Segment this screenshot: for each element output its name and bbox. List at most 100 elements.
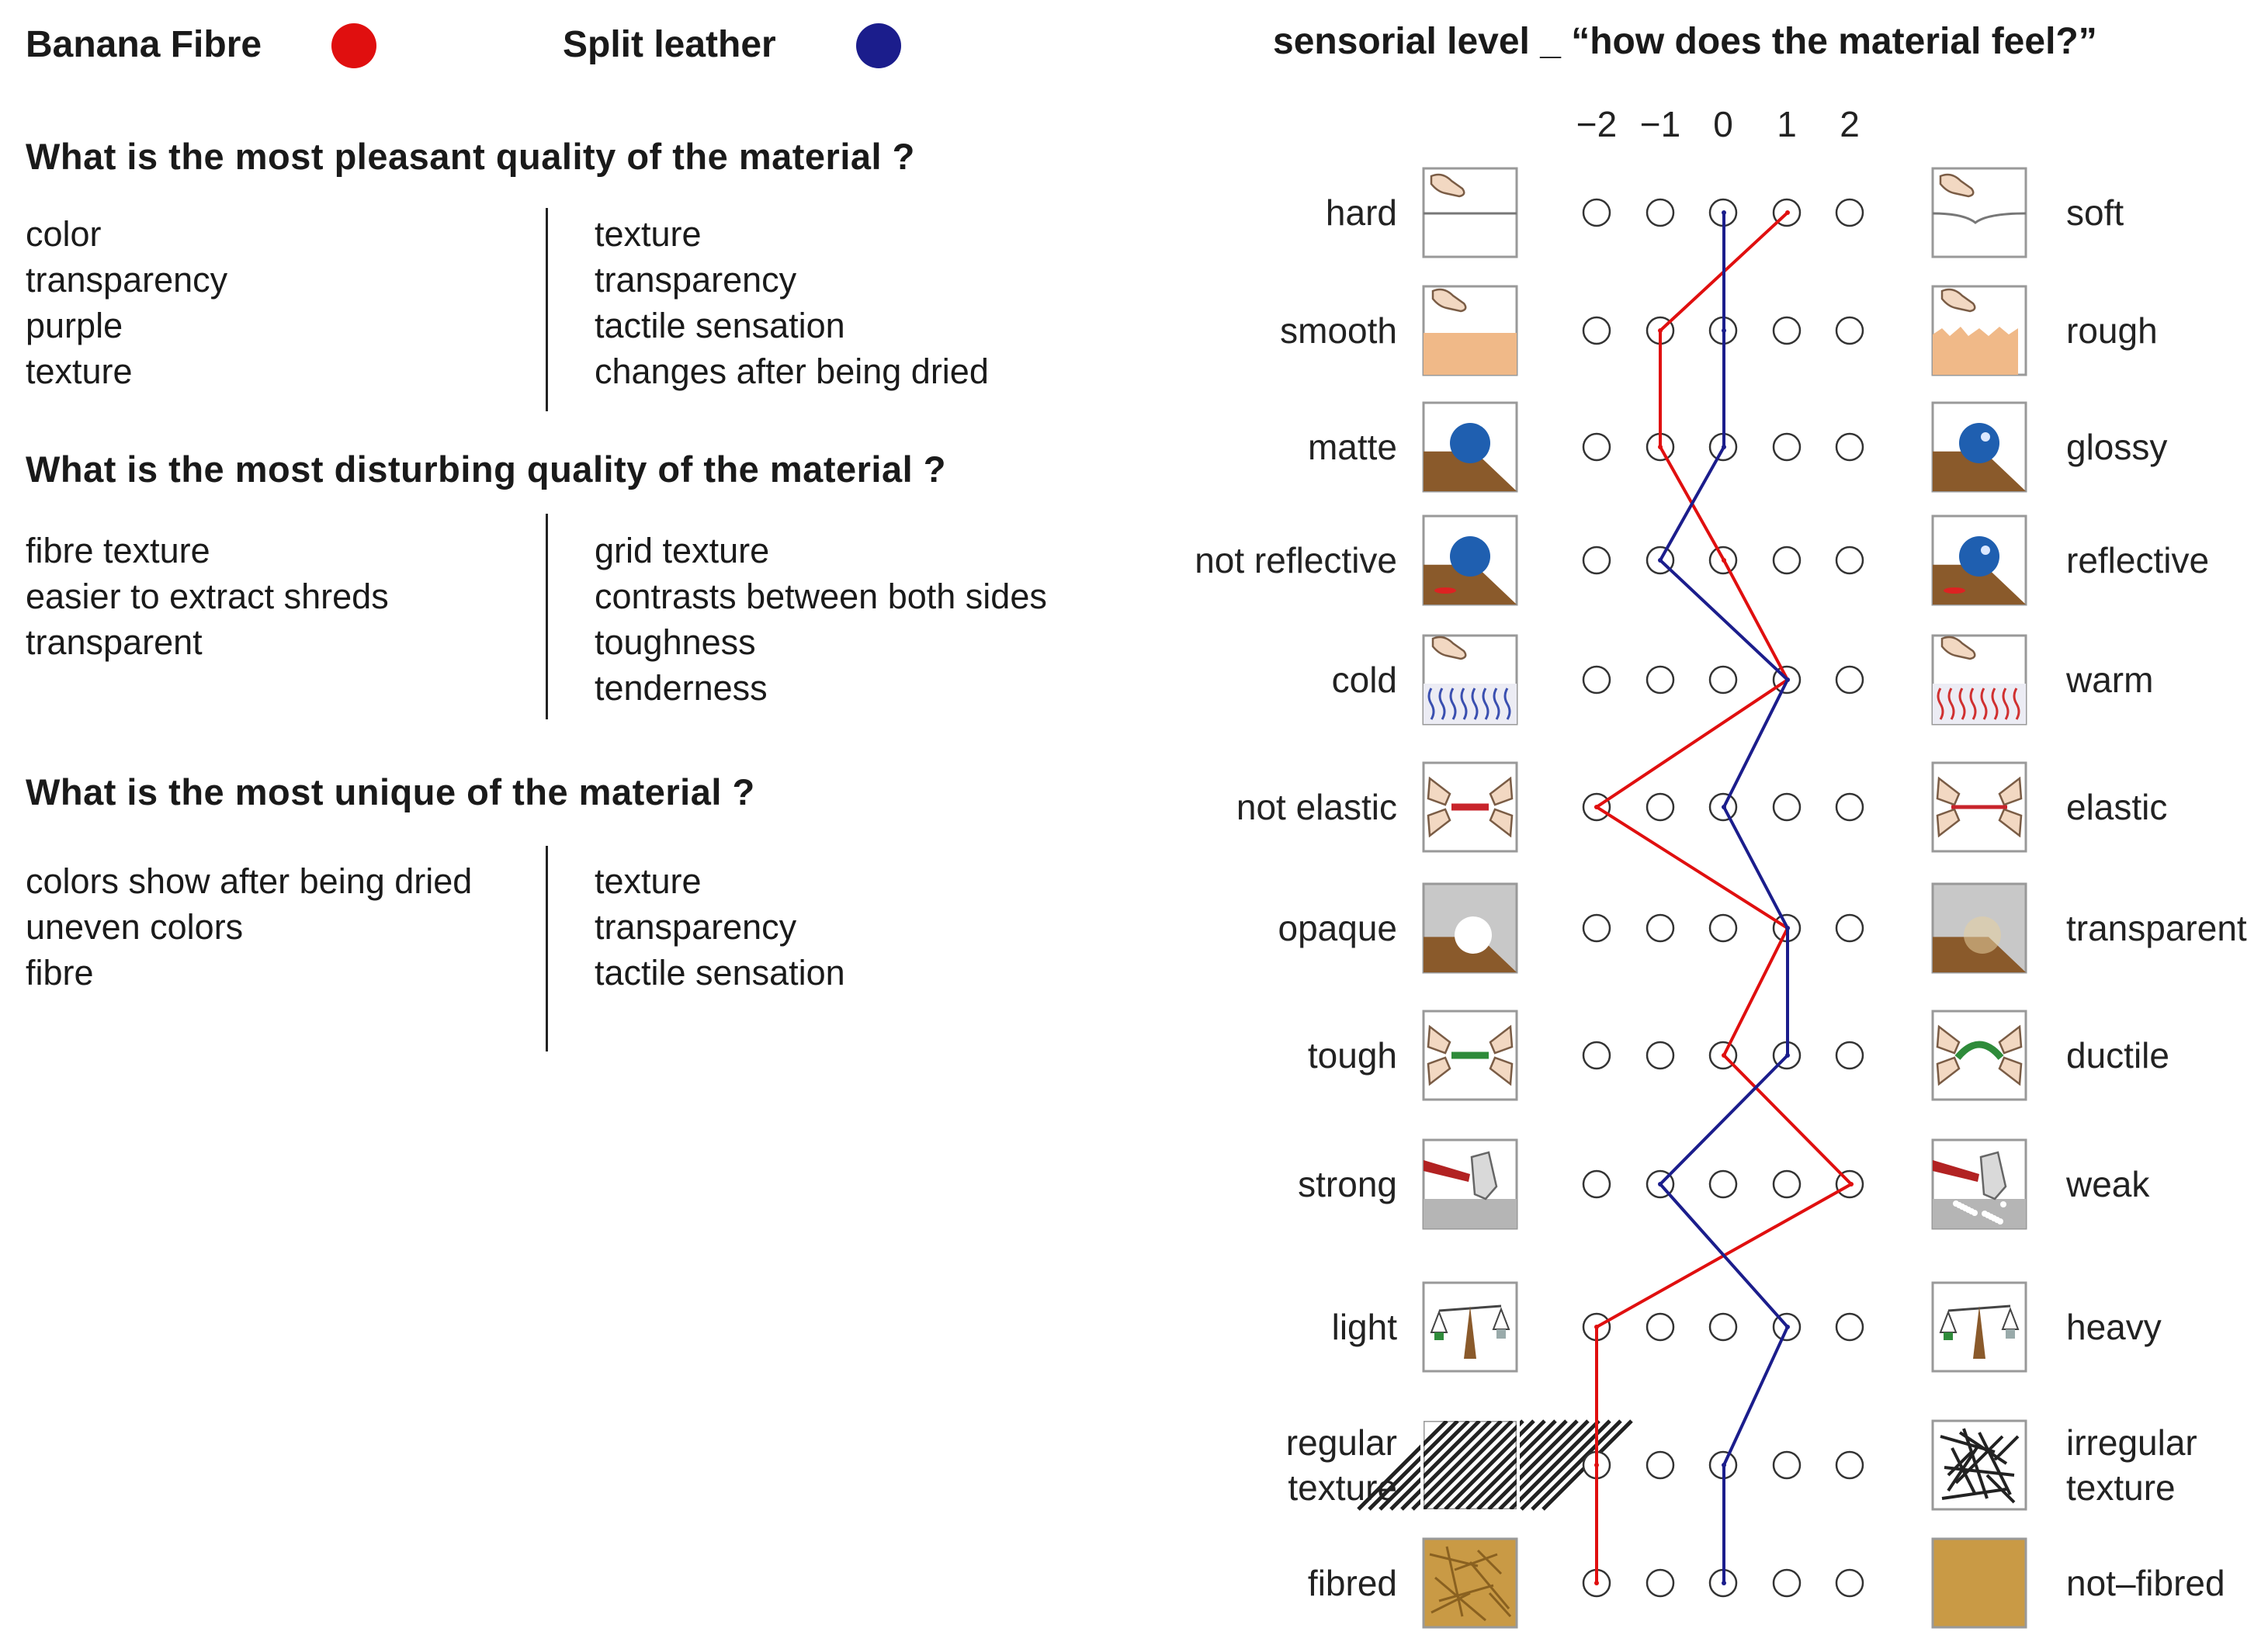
list-item: grid texture: [595, 531, 770, 570]
glossy-ball-icon: [1931, 401, 2027, 493]
disc-shape: [1455, 916, 1492, 954]
legend-label-leather: Split leather: [563, 24, 776, 65]
rough-surface-icon: [1931, 285, 2027, 376]
row-right-label: rough: [2066, 310, 2158, 351]
surface-block: [1424, 684, 1517, 724]
series-point: [1722, 1581, 1726, 1585]
hand-shape: [1998, 776, 2023, 806]
hammer-handle: [1933, 1160, 1979, 1182]
list-item: transparent: [26, 622, 203, 662]
fibre-line: [1445, 1546, 1464, 1617]
fibre-line: [1469, 1561, 1510, 1609]
series-point: [1658, 445, 1663, 449]
hatch-line: [1487, 1419, 1579, 1511]
row-left-label: not elastic: [1236, 787, 1397, 827]
row-left-label: strong: [1298, 1164, 1397, 1204]
row-right-label: weak: [2065, 1164, 2150, 1204]
scale-circle: [1582, 913, 1611, 943]
heat-wave: [1471, 688, 1479, 720]
reflection-spot: [1434, 587, 1456, 594]
row-left-label: not reflective: [1195, 540, 1397, 580]
row-right-label: transparent: [2066, 908, 2247, 948]
warm-touch-icon: [1931, 634, 2027, 726]
hatch-line: [1455, 1419, 1546, 1511]
scale-circle: [1708, 1312, 1738, 1342]
surface-block: [1933, 684, 2026, 724]
series-point: [1722, 558, 1726, 563]
heat-wave: [1427, 688, 1435, 720]
surface-block: [1933, 327, 2018, 375]
table-surface: [1424, 937, 1517, 972]
list-item: color: [26, 214, 102, 254]
list-item: transparency: [595, 260, 797, 300]
reflection-icon: [1931, 514, 2027, 606]
fibre-line: [1438, 1584, 1494, 1602]
fibre-line: [1434, 1576, 1486, 1622]
table-surface: [1933, 451, 2026, 491]
series-point: [1594, 1325, 1599, 1329]
row-left-label: light: [1332, 1307, 1398, 1347]
scale-circle: [1835, 1312, 1864, 1342]
surface-block: [1933, 1199, 2026, 1228]
scale-circle: [1835, 913, 1864, 943]
row-right-label: irregular: [2066, 1422, 2197, 1463]
list-item: changes after being dried: [595, 352, 989, 391]
legend-dot-banana: [331, 23, 376, 68]
hand-press-soft-icon: [1931, 167, 2027, 258]
heat-wave: [1980, 688, 1988, 720]
heat-wave: [1991, 688, 1999, 720]
hand-shape: [1936, 776, 1961, 806]
series-point: [1785, 210, 1790, 215]
hand-shape: [1936, 808, 1961, 838]
hand-shape: [1998, 808, 2023, 838]
scale-circle: [1582, 1169, 1611, 1199]
ball-shape: [1959, 536, 1999, 577]
row-right-label: not–fibred: [2066, 1563, 2225, 1603]
hand-press-hard-icon: [1422, 167, 1518, 258]
series-line: [1658, 213, 1790, 1583]
hand-shape: [1489, 1056, 1514, 1086]
scale-tick-label: 1: [1777, 104, 1797, 144]
fibred-swatch-icon: [1422, 1537, 1518, 1629]
question-title: What is the most pleasant quality of the…: [26, 136, 915, 177]
hatch-line: [1958, 1431, 2008, 1465]
legend-label-banana: Banana Fibre: [26, 24, 262, 65]
series-line: [1593, 211, 1854, 1583]
answer-list-banana: color transparency purple texture: [26, 211, 227, 394]
bend-straight-icon: [1422, 1010, 1518, 1101]
row-right-label: ductile: [2066, 1035, 2169, 1076]
scale-circle: [1772, 1450, 1802, 1480]
hand-shape: [1998, 1056, 2023, 1086]
list-item: transparency: [595, 907, 797, 947]
scale-light-icon: [1422, 1281, 1518, 1373]
scale-circle: [1582, 198, 1611, 227]
cold-touch-icon: [1422, 634, 1518, 726]
row-left-label: fibred: [1308, 1563, 1397, 1603]
scale-circle: [1772, 1169, 1802, 1199]
scale-circle: [1646, 665, 1675, 695]
plain-swatch-icon: [1931, 1537, 2027, 1629]
scale-circle: [1646, 792, 1675, 822]
row-left-label: tough: [1308, 1035, 1397, 1076]
scale-circle: [1646, 913, 1675, 943]
hatch-line: [1400, 1419, 1492, 1511]
row-right-label: reflective: [2066, 540, 2209, 580]
heat-wave: [1503, 688, 1511, 720]
matte-ball-icon: [1422, 401, 1518, 493]
scale-tick-label: −2: [1576, 104, 1617, 144]
row-right-label: soft: [2066, 192, 2124, 233]
stretch-long-icon: [1931, 761, 2027, 853]
heat-wave: [1438, 688, 1446, 720]
answer-list-leather: texture transparency tactile sensation: [595, 858, 845, 996]
hatch-line: [1411, 1419, 1503, 1511]
hatch-line: [1509, 1419, 1600, 1511]
highlight-dot: [1981, 432, 1990, 442]
scale-circle: [1772, 432, 1802, 462]
column-divider: [546, 514, 548, 719]
heat-wave: [2013, 688, 2020, 720]
heat-wave: [1460, 688, 1468, 720]
hatch-line: [1476, 1419, 1568, 1511]
hammer-head: [1470, 1151, 1498, 1200]
table-surface: [1424, 451, 1517, 491]
fibre-line: [1488, 1592, 1512, 1618]
